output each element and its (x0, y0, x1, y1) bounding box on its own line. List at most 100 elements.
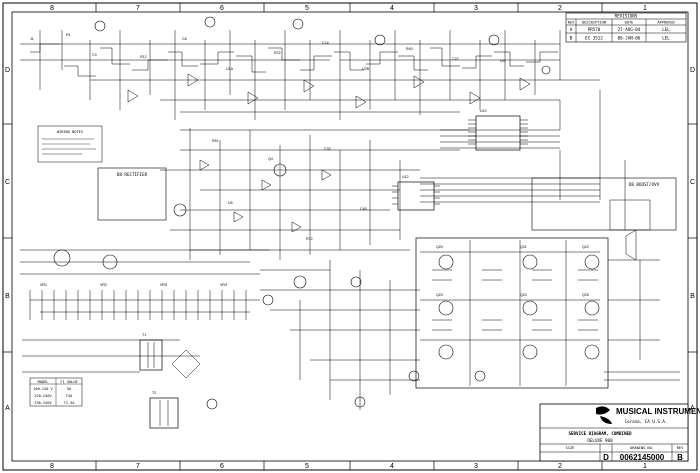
row-label-left: C (5, 179, 10, 186)
svg-text:C8: C8 (182, 37, 187, 41)
fuse-cell: T2.5A (64, 401, 76, 405)
svg-text:Q24: Q24 (520, 293, 527, 297)
company-name: MUSICAL INSTRUMENTS (616, 407, 700, 416)
svg-text:U5: U5 (228, 201, 233, 205)
fuse-cell: 230-240V (34, 401, 52, 405)
revisions-title: REVISIONS (615, 14, 638, 19)
col-label-bottom: 8 (50, 463, 54, 470)
svg-text:R72: R72 (306, 237, 313, 241)
rev-cell: PR570 (588, 27, 601, 32)
col-label-top: 2 (558, 5, 562, 12)
rev-header: DESCRIPTION (582, 21, 606, 25)
svg-text:VR2: VR2 (100, 283, 107, 287)
svg-text:C22: C22 (452, 57, 459, 61)
col-label-top: 8 (50, 5, 54, 12)
schematic-wiring (20, 30, 680, 429)
svg-text:R1: R1 (66, 33, 71, 37)
svg-text:C3: C3 (92, 53, 97, 57)
col-label-bottom: 1 (643, 463, 647, 470)
title-block: MUSICAL INSTRUMENTS Corona, CA U.S.A. SE… (539, 403, 700, 462)
size-label: SIZE (566, 446, 575, 450)
fuse-cell: 100-120 V (33, 387, 53, 391)
row-label-right: B (690, 293, 695, 300)
svg-text:VR1: VR1 (40, 283, 47, 287)
svg-text:Q4: Q4 (268, 157, 273, 161)
rev-cell: 06-JAN-06 (618, 36, 641, 41)
col-label-top: 5 (305, 5, 309, 12)
drawing-number: 0062145000 (620, 453, 665, 462)
row-label-right: D (690, 67, 695, 74)
svg-text:Q21: Q21 (520, 245, 527, 249)
col-label-bottom: 4 (390, 463, 394, 470)
fuse-header: F1 VALUE (60, 380, 77, 384)
col-label-bottom: 3 (474, 463, 478, 470)
svg-text:U10: U10 (480, 109, 487, 113)
col-label-top: 6 (220, 5, 224, 12)
svg-text:C14: C14 (322, 41, 329, 45)
fuse-header: MODEL (38, 380, 49, 384)
svg-text:VR3: VR3 (160, 283, 167, 287)
rev-cell: EC 3512 (585, 36, 603, 41)
wiring-notes-title: WIRING NOTES (57, 130, 83, 134)
col-label-top: 1 (643, 5, 647, 12)
rev-label: REV (677, 446, 684, 450)
document-title: SERVICE DIAGRAM, COMBINED (568, 431, 632, 436)
col-label-bottom: 7 (136, 463, 140, 470)
fuse-table: MODEL F1 VALUE 100-120 V 5A 220-240V T4A… (29, 377, 83, 407)
product-name: DELUXE 900 (587, 438, 613, 443)
fuse-cell: 220-240V (34, 394, 52, 398)
drawing-size: D (603, 453, 609, 462)
rev-header: DATE (625, 21, 634, 25)
fuse-cell: 5A (67, 387, 72, 391)
drawing-rev: B (677, 453, 683, 462)
fuse-cell: T4A (66, 394, 73, 398)
col-label-bottom: 5 (305, 463, 309, 470)
row-label-left: A (5, 405, 10, 412)
svg-text:Q23: Q23 (436, 293, 443, 297)
svg-text:U3: U3 (500, 59, 505, 63)
svg-text:T2: T2 (152, 391, 156, 395)
zone-labels: 8 7 6 5 4 3 2 1 8 7 6 5 4 3 2 1 D C B A … (5, 5, 695, 470)
svg-text:C33: C33 (324, 147, 331, 151)
schematic-components (53, 16, 600, 410)
pcb-box-label: D8 RECTIFIER (117, 172, 148, 177)
row-label-left: B (5, 293, 10, 300)
svg-text:Q20: Q20 (436, 245, 443, 249)
col-label-top: 7 (136, 5, 140, 12)
svg-text:VR4: VR4 (220, 283, 227, 287)
rev-cell: 27-AUG-04 (618, 27, 641, 32)
dwg-no-label: DRAWING NO. (630, 446, 654, 450)
revisions-block: REVISIONS REV DESCRIPTION DATE APPROVED … (565, 12, 687, 43)
svg-text:U2B: U2B (362, 67, 370, 71)
svg-text:R22: R22 (274, 51, 281, 55)
svg-text:T1: T1 (142, 333, 146, 337)
zone-ticks (3, 3, 697, 470)
col-label-bottom: 2 (558, 463, 562, 470)
row-label-left: D (5, 67, 10, 74)
row-label-right: C (690, 179, 695, 186)
svg-text:R12: R12 (140, 55, 147, 59)
rev-cell: LEL (662, 27, 670, 32)
svg-text:C45: C45 (360, 207, 367, 211)
rev-header: REV (568, 21, 575, 25)
rev-cell: B (570, 36, 573, 41)
col-label-top: 4 (390, 5, 394, 12)
svg-text:Q25: Q25 (582, 293, 589, 297)
svg-text:Q22: Q22 (582, 245, 589, 249)
rev-cell: A (570, 27, 573, 32)
svg-text:J1: J1 (30, 37, 34, 41)
company-location: Corona, CA U.S.A. (625, 419, 668, 424)
svg-text:R51: R51 (212, 139, 219, 143)
brand-logo-mark (596, 406, 612, 424)
wiring-notes: WIRING NOTES (37, 125, 103, 163)
boost-box-label: D8 BOOST/OVV (629, 182, 660, 187)
pcb-box: D8 RECTIFIER (97, 167, 167, 221)
row-label-right: A (690, 405, 695, 412)
svg-text:R40: R40 (406, 47, 413, 51)
col-label-top: 3 (474, 5, 478, 12)
svg-text:U1A: U1A (226, 67, 234, 71)
rev-cell: LEL (662, 36, 670, 41)
rev-header: APPROVED (657, 21, 674, 25)
